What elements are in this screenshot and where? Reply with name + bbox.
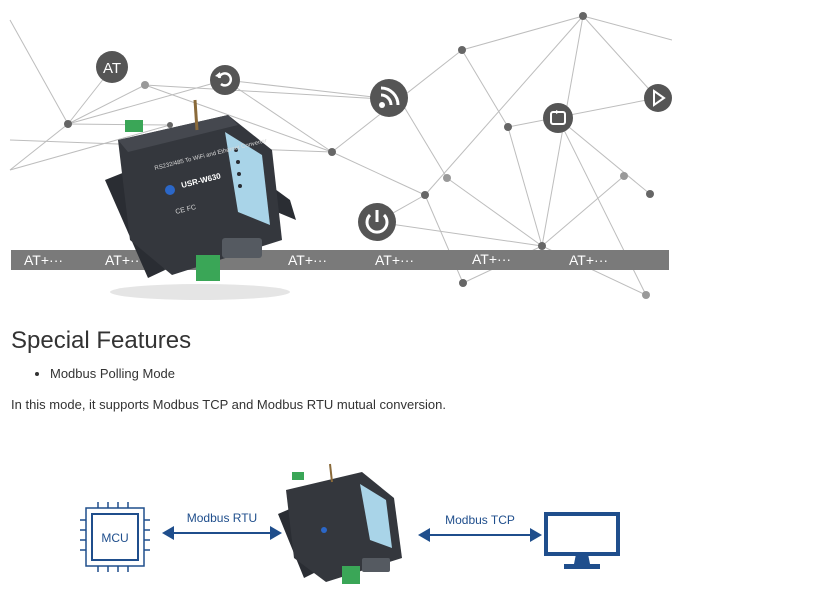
modbus-diagram: MCU Modbus RTU Modbus TCP (80, 463, 620, 584)
refresh-icon (210, 65, 240, 95)
mcu-label: MCU (101, 531, 128, 545)
modbus-rtu-label: Modbus RTU (187, 511, 257, 525)
network-lines (9, 15, 672, 296)
play-icon (644, 84, 672, 112)
mode-description: In this mode, it supports Modbus TCP and… (11, 397, 446, 412)
at-command-labels: AT+··· AT+··· AT+··· AT+··· AT+··· AT+··… (24, 251, 608, 268)
power-icon (358, 203, 396, 241)
mcu-chip-icon (80, 502, 150, 572)
at-icon: AT (96, 51, 128, 83)
device-ce-mark: CE FC (175, 204, 197, 216)
at-command-label: AT+··· (288, 252, 327, 268)
at-command-label: AT+··· (105, 252, 144, 268)
monitor-icon (544, 512, 620, 569)
svg-text:AT: AT (103, 60, 121, 77)
list-item: Modbus Polling Mode (50, 366, 175, 381)
at-command-label: AT+··· (569, 252, 608, 268)
features-list: Modbus Polling Mode (34, 366, 175, 381)
at-command-label: AT+··· (375, 252, 414, 268)
serial-server-device-small (278, 463, 402, 584)
serial-server-device: RS232/485 To WiFi and Ethernet Converter… (105, 99, 296, 300)
hero-banner: AT+··· AT+··· AT+··· AT+··· AT+··· AT+··… (9, 12, 672, 300)
loop-icon (543, 103, 573, 133)
at-command-label: AT+··· (24, 252, 63, 268)
modbus-tcp-label: Modbus TCP (445, 513, 515, 527)
page-title: Special Features (11, 327, 192, 354)
modbus-tcp-arrow (418, 528, 542, 542)
modbus-rtu-arrow (162, 526, 282, 540)
at-command-label: AT+··· (472, 251, 511, 267)
wifi-icon (370, 79, 408, 117)
network-nodes (64, 12, 654, 299)
